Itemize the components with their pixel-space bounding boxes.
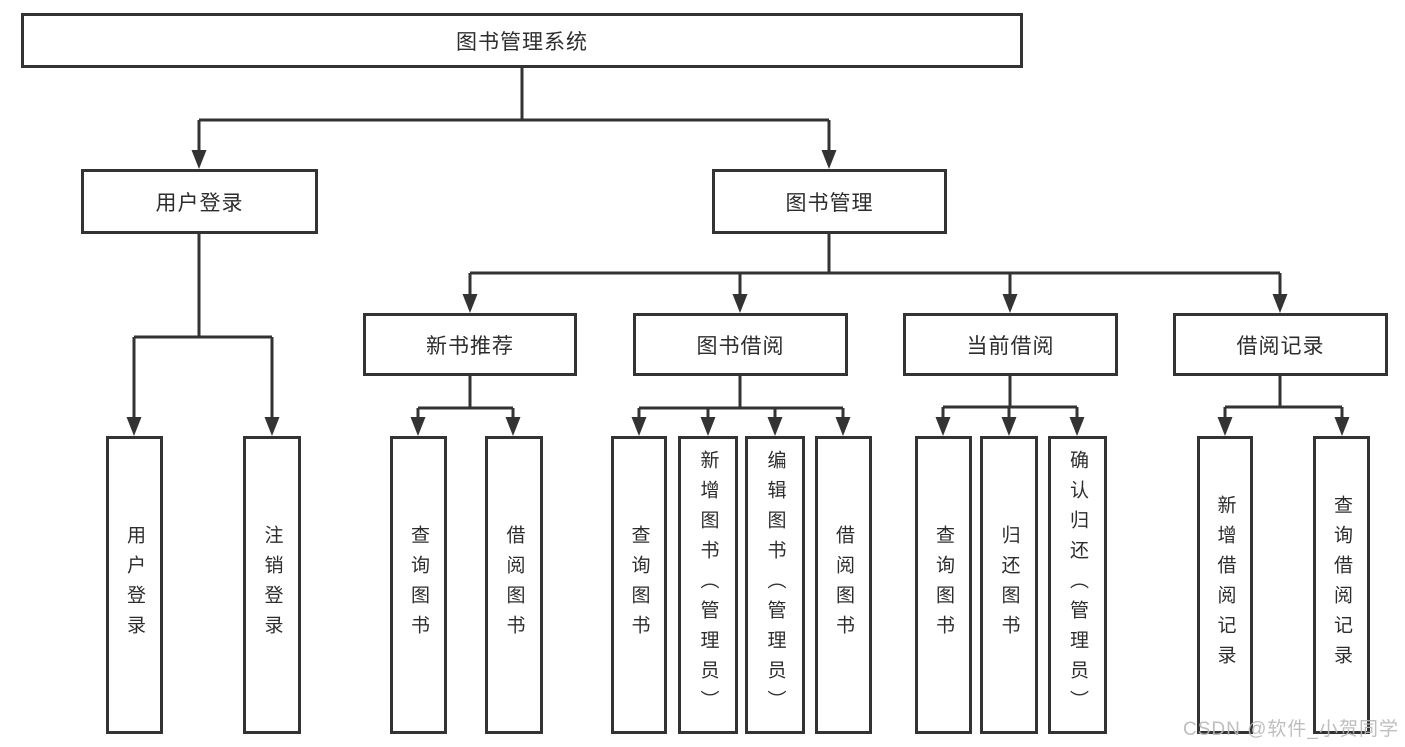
node-label: 图书管理 <box>785 191 874 215</box>
leaf-add-books-admin: 新增图书（管理员） <box>678 436 738 734</box>
node-new-book-recommend: 新书推荐 <box>363 313 577 376</box>
leaf-query-books: 查询图书 <box>611 436 667 734</box>
leaf-add-borrow-record: 新增借阅记录 <box>1197 436 1253 734</box>
node-label: 借阅记录 <box>1236 334 1325 358</box>
node-library-management-system: 图书管理系统 <box>21 13 1023 68</box>
node-label: 用户登录 <box>155 191 244 215</box>
leaf-label: 归还图书 <box>998 525 1020 645</box>
leaf-label: 新增图书（管理员） <box>697 450 719 720</box>
node-book-management: 图书管理 <box>712 169 947 234</box>
leaf-query-books: 查询图书 <box>390 436 447 734</box>
leaf-borrow-books: 借阅图书 <box>815 436 872 734</box>
node-label: 新书推荐 <box>426 334 514 358</box>
leaf-borrow-books: 借阅图书 <box>485 436 543 734</box>
leaf-label: 查询借阅记录 <box>1331 495 1352 675</box>
leaf-label: 借阅图书 <box>833 525 854 645</box>
leaf-label: 查询图书 <box>408 525 429 645</box>
node-label: 当前借阅 <box>966 334 1055 358</box>
leaf-label: 查询图书 <box>628 525 650 645</box>
leaf-label: 编辑图书（管理员） <box>764 450 786 720</box>
node-user-login: 用户登录 <box>81 169 318 234</box>
leaf-logout: 注销登录 <box>243 436 301 734</box>
arrowheads <box>126 150 1350 436</box>
node-book-borrow: 图书借阅 <box>633 313 848 376</box>
leaf-label: 借阅图书 <box>503 525 525 645</box>
leaf-label: 新增借阅记录 <box>1214 495 1236 675</box>
leaf-query-borrow-record: 查询借阅记录 <box>1313 436 1370 734</box>
leaf-edit-books-admin: 编辑图书（管理员） <box>745 436 805 734</box>
leaf-label: 查询图书 <box>933 525 954 645</box>
node-label: 图书借阅 <box>696 334 785 358</box>
leaf-user-login: 用户登录 <box>106 436 163 734</box>
leaf-return-books: 归还图书 <box>980 436 1038 734</box>
node-label: 图书管理系统 <box>456 30 588 54</box>
node-borrow-records: 借阅记录 <box>1173 313 1388 376</box>
node-current-borrow: 当前借阅 <box>903 313 1118 376</box>
leaf-confirm-return-admin: 确认归还（管理员） <box>1048 436 1107 734</box>
leaf-label: 用户登录 <box>124 525 145 645</box>
leaf-label: 确认归还（管理员） <box>1067 450 1088 720</box>
csdn-watermark: CSDN @软件_小贺同学 <box>1183 719 1399 740</box>
leaf-label: 注销登录 <box>261 525 283 645</box>
leaf-query-books: 查询图书 <box>915 436 972 734</box>
